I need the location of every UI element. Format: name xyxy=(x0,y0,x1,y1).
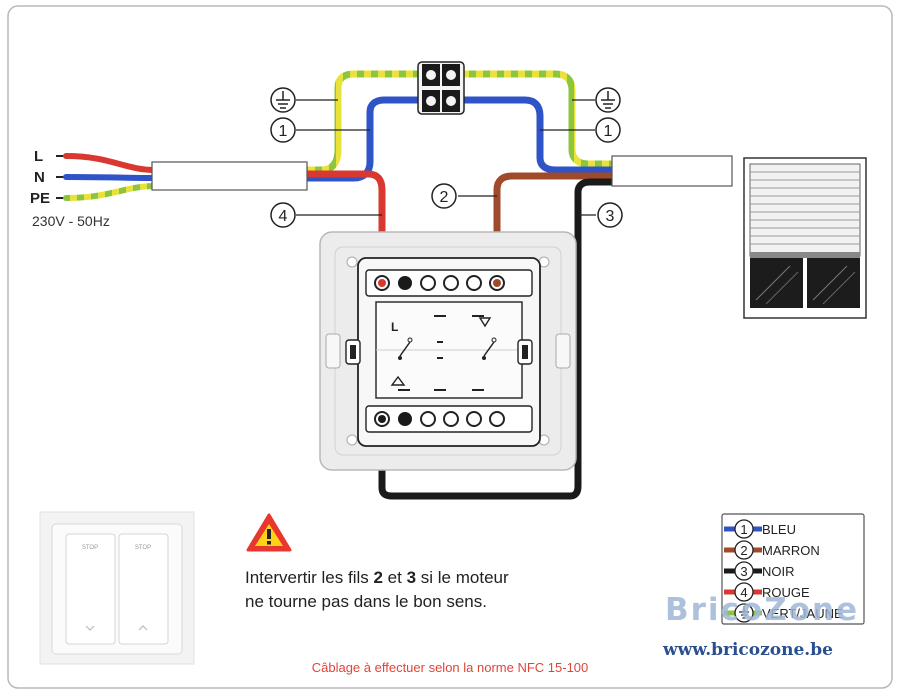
legend-item: 2 MARRON xyxy=(724,540,820,560)
legend-label: NOIR xyxy=(762,564,795,579)
warning-text-part: et xyxy=(382,568,407,587)
motor-cable-sheath xyxy=(611,155,733,187)
legend-number: 3 xyxy=(740,564,747,579)
legend-label: MARRON xyxy=(762,543,820,558)
callout-two: 2 xyxy=(440,189,449,206)
legend-label: VERT/JAUNE xyxy=(762,606,843,621)
legend-number-circle xyxy=(734,540,754,560)
legend-number-circle xyxy=(734,582,754,602)
warning-line-1: Intervertir les fils 2 et 3 si le moteur xyxy=(245,566,509,590)
callout-four: 4 xyxy=(279,208,288,225)
legend-item: 4 ROUGE xyxy=(724,582,810,602)
legend-number-circle xyxy=(734,561,754,581)
warning-icon xyxy=(246,513,292,552)
supply-cable-sheath xyxy=(151,161,308,191)
switch-photo-left-stop: STOP xyxy=(82,545,98,551)
brown-wire xyxy=(493,172,615,282)
legend-number-circle xyxy=(734,519,754,539)
roller-shutter xyxy=(743,157,867,319)
down-arrow-icon xyxy=(478,317,492,328)
neutral-wire-right xyxy=(462,96,615,174)
switch-photo-right-stop: STOP xyxy=(135,545,151,551)
connector-block xyxy=(417,61,465,115)
label-n: N xyxy=(34,169,45,186)
label-l: L xyxy=(34,148,43,165)
warning-wire-3: 3 xyxy=(406,568,417,587)
legend-item: 3 NOIR xyxy=(724,561,795,581)
site-url: www.bricozone.be xyxy=(663,640,833,660)
brand-watermark: BricoZone xyxy=(665,592,860,628)
legend-label: BLEU xyxy=(762,522,796,537)
callout-three-circle xyxy=(597,202,623,228)
black-wire xyxy=(378,178,615,500)
warning-text: Intervertir les fils 2 et 3 si le moteur… xyxy=(245,566,509,614)
legend-rows: 1 BLEU 2 MARRON 3 NOIR 4 ROUGE VERT/JAUNE xyxy=(724,519,843,623)
callout-one-right-circle xyxy=(595,117,621,143)
callout-one-right: 1 xyxy=(604,123,613,140)
earth-icon xyxy=(734,603,754,623)
earth-wire-left xyxy=(305,70,420,174)
up-arrow-icon xyxy=(390,375,406,386)
earth-wire-right xyxy=(462,70,615,168)
callout-two-circle xyxy=(431,183,457,209)
label-voltage: 230V - 50Hz xyxy=(32,213,110,229)
legend-item: 1 BLEU xyxy=(724,519,796,539)
label-pe: PE xyxy=(30,190,50,207)
callout-four-circle xyxy=(270,202,296,228)
footer-note: Câblage à effectuer selon la norme NFC 1… xyxy=(311,660,589,675)
callout-one-left: 1 xyxy=(279,123,288,140)
legend-number: 4 xyxy=(740,585,747,600)
legend-number: 1 xyxy=(740,522,747,537)
phase-wire xyxy=(305,170,386,282)
warning-wire-2: 2 xyxy=(373,568,383,587)
legend-box xyxy=(721,513,865,625)
switch-photo xyxy=(39,511,195,665)
warning-text-part: Intervertir les fils xyxy=(245,568,374,587)
callout-three: 3 xyxy=(606,208,615,225)
callout-one-left-circle xyxy=(270,117,296,143)
legend-item: VERT/JAUNE xyxy=(724,603,843,623)
earth-symbol-left-icon xyxy=(270,87,296,113)
supply-wire-pe xyxy=(63,183,158,201)
switch-mechanism xyxy=(345,257,541,447)
legend-number: 2 xyxy=(740,543,747,558)
earth-symbol-right-icon xyxy=(595,87,621,113)
warning-text-part: si le moteur xyxy=(416,568,509,587)
legend-label: ROUGE xyxy=(762,585,810,600)
warning-line-2: ne tourne pas dans le bon sens. xyxy=(245,592,487,611)
supply-wire-n xyxy=(63,174,158,181)
module-l-mark: L xyxy=(391,320,398,334)
supply-wire-l xyxy=(63,153,158,173)
